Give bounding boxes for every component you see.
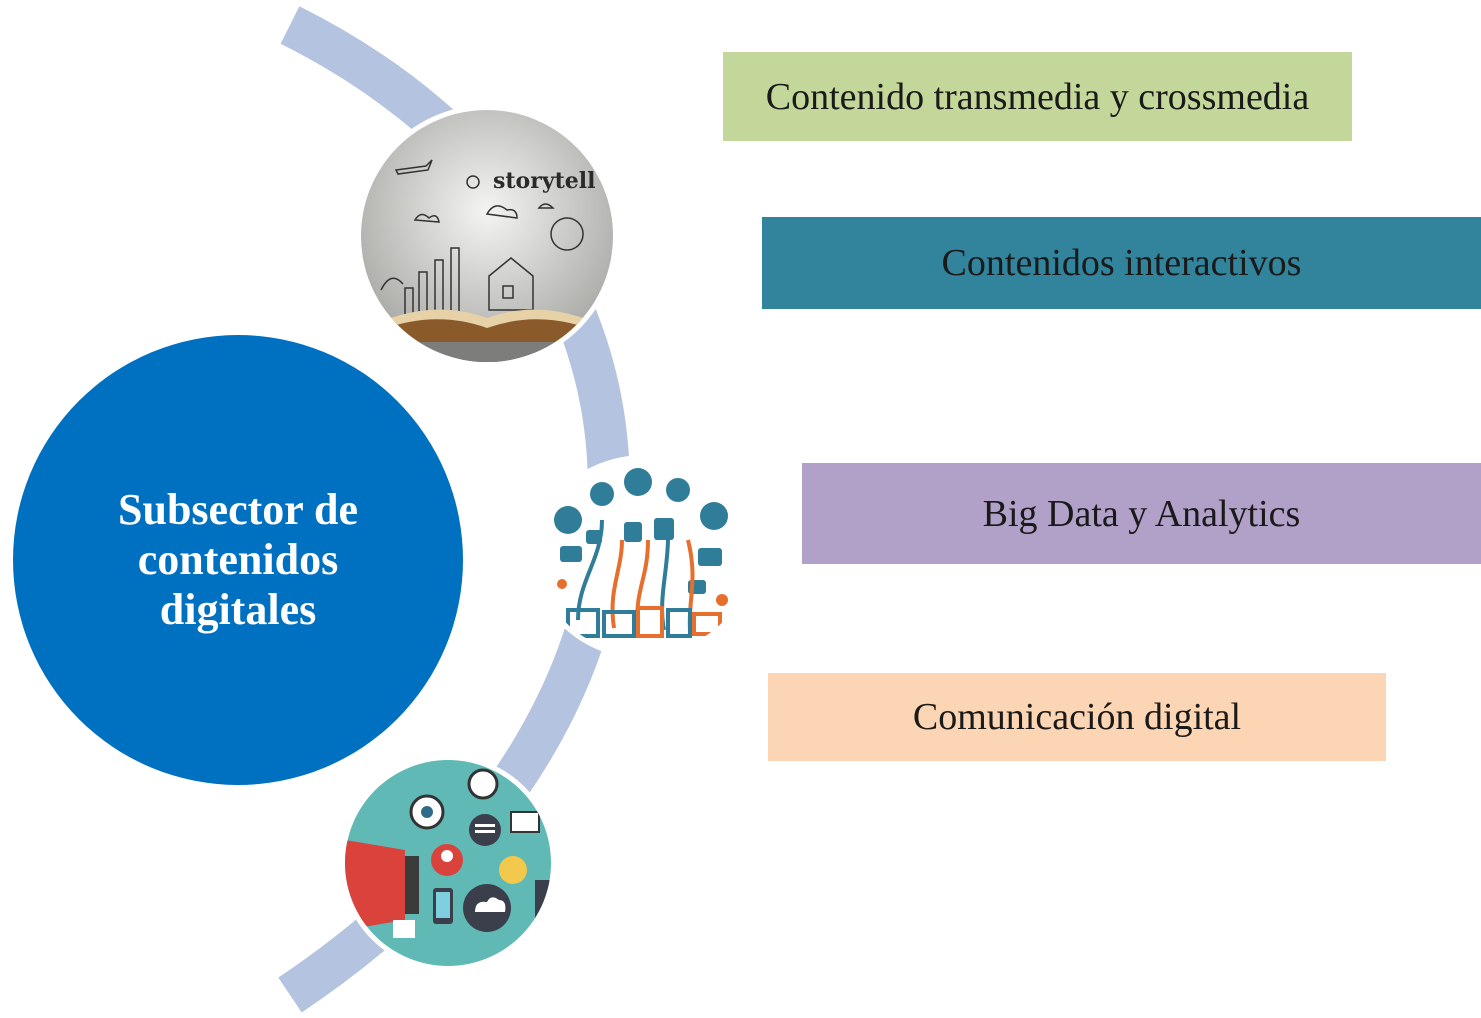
item-big-data-analytics: Big Data y Analytics [802,463,1481,564]
big-data-image [538,460,750,654]
big-data-network-illustration [538,460,750,654]
item-label: Contenido transmedia y crossmedia [765,75,1310,118]
item-transmedia-crossmedia: Contenido transmedia y crossmedia [723,52,1352,141]
digital-communication-image [345,760,551,966]
item-label: Comunicación digital [912,696,1242,738]
hub-title: Subsector de contenidos digitales [118,485,358,634]
storytelling-caption: storytell [493,168,595,194]
item-label: Big Data y Analytics [982,492,1301,535]
digital-communication-illustration [345,760,551,966]
item-contenidos-interactivos: Contenidos interactivos [762,217,1481,309]
storytelling-photo: storytell [361,110,613,362]
item-comunicacion-digital: Comunicación digital [768,673,1386,761]
storytelling-image: storytell [361,110,613,362]
item-label: Contenidos interactivos [941,242,1302,284]
hub-circle: Subsector de contenidos digitales [13,335,463,785]
